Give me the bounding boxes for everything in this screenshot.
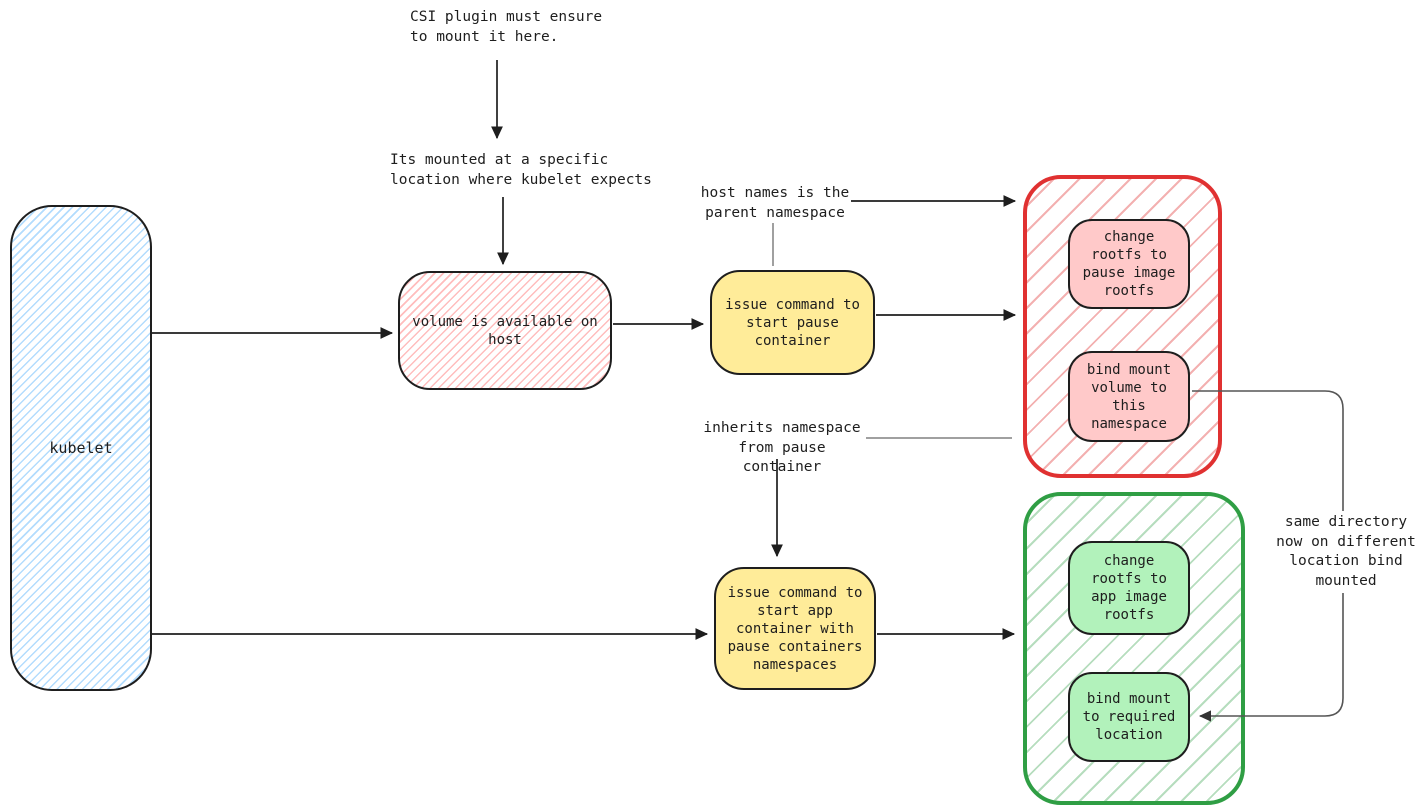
start-app-node: issue command to start app container wit…	[714, 567, 876, 690]
kubelet-label: kubelet	[49, 439, 113, 457]
start-pause-node: issue command to start pause container	[710, 270, 875, 375]
kubelet-node: kubelet	[10, 205, 152, 691]
volume-available-node: volume is available on host	[398, 271, 612, 390]
bind-mount-location-node: bind mount to required location	[1068, 672, 1190, 762]
change-rootfs-pause-node: change rootfs to pause image rootfs	[1068, 219, 1190, 309]
start-app-label: issue command to start app container wit…	[727, 584, 863, 673]
mount-location-note: Its mounted at a specific location where…	[390, 152, 652, 188]
same-directory-note: same directory now on different location…	[1263, 511, 1423, 593]
change-rootfs-app-node: change rootfs to app image rootfs	[1068, 541, 1190, 635]
change-rootfs-pause-label: change rootfs to pause image rootfs	[1082, 229, 1176, 299]
start-pause-label: issue command to start pause container	[725, 296, 860, 349]
bind-mount-namespace-label: bind mount volume to this namespace	[1086, 361, 1172, 432]
bind-mount-location-label: bind mount to required location	[1082, 691, 1176, 743]
change-rootfs-app-label: change rootfs to app image rootfs	[1091, 553, 1167, 623]
host-names-note: host names is the parent namespace	[700, 185, 850, 221]
csi-plugin-note: CSI plugin must ensure to mount it here.	[410, 9, 603, 45]
bind-mount-namespace-node: bind mount volume to this namespace	[1068, 351, 1190, 442]
inherits-namespace-note: inherits namespace from pause container	[703, 420, 861, 475]
volume-available-label: volume is available on host	[412, 313, 598, 348]
